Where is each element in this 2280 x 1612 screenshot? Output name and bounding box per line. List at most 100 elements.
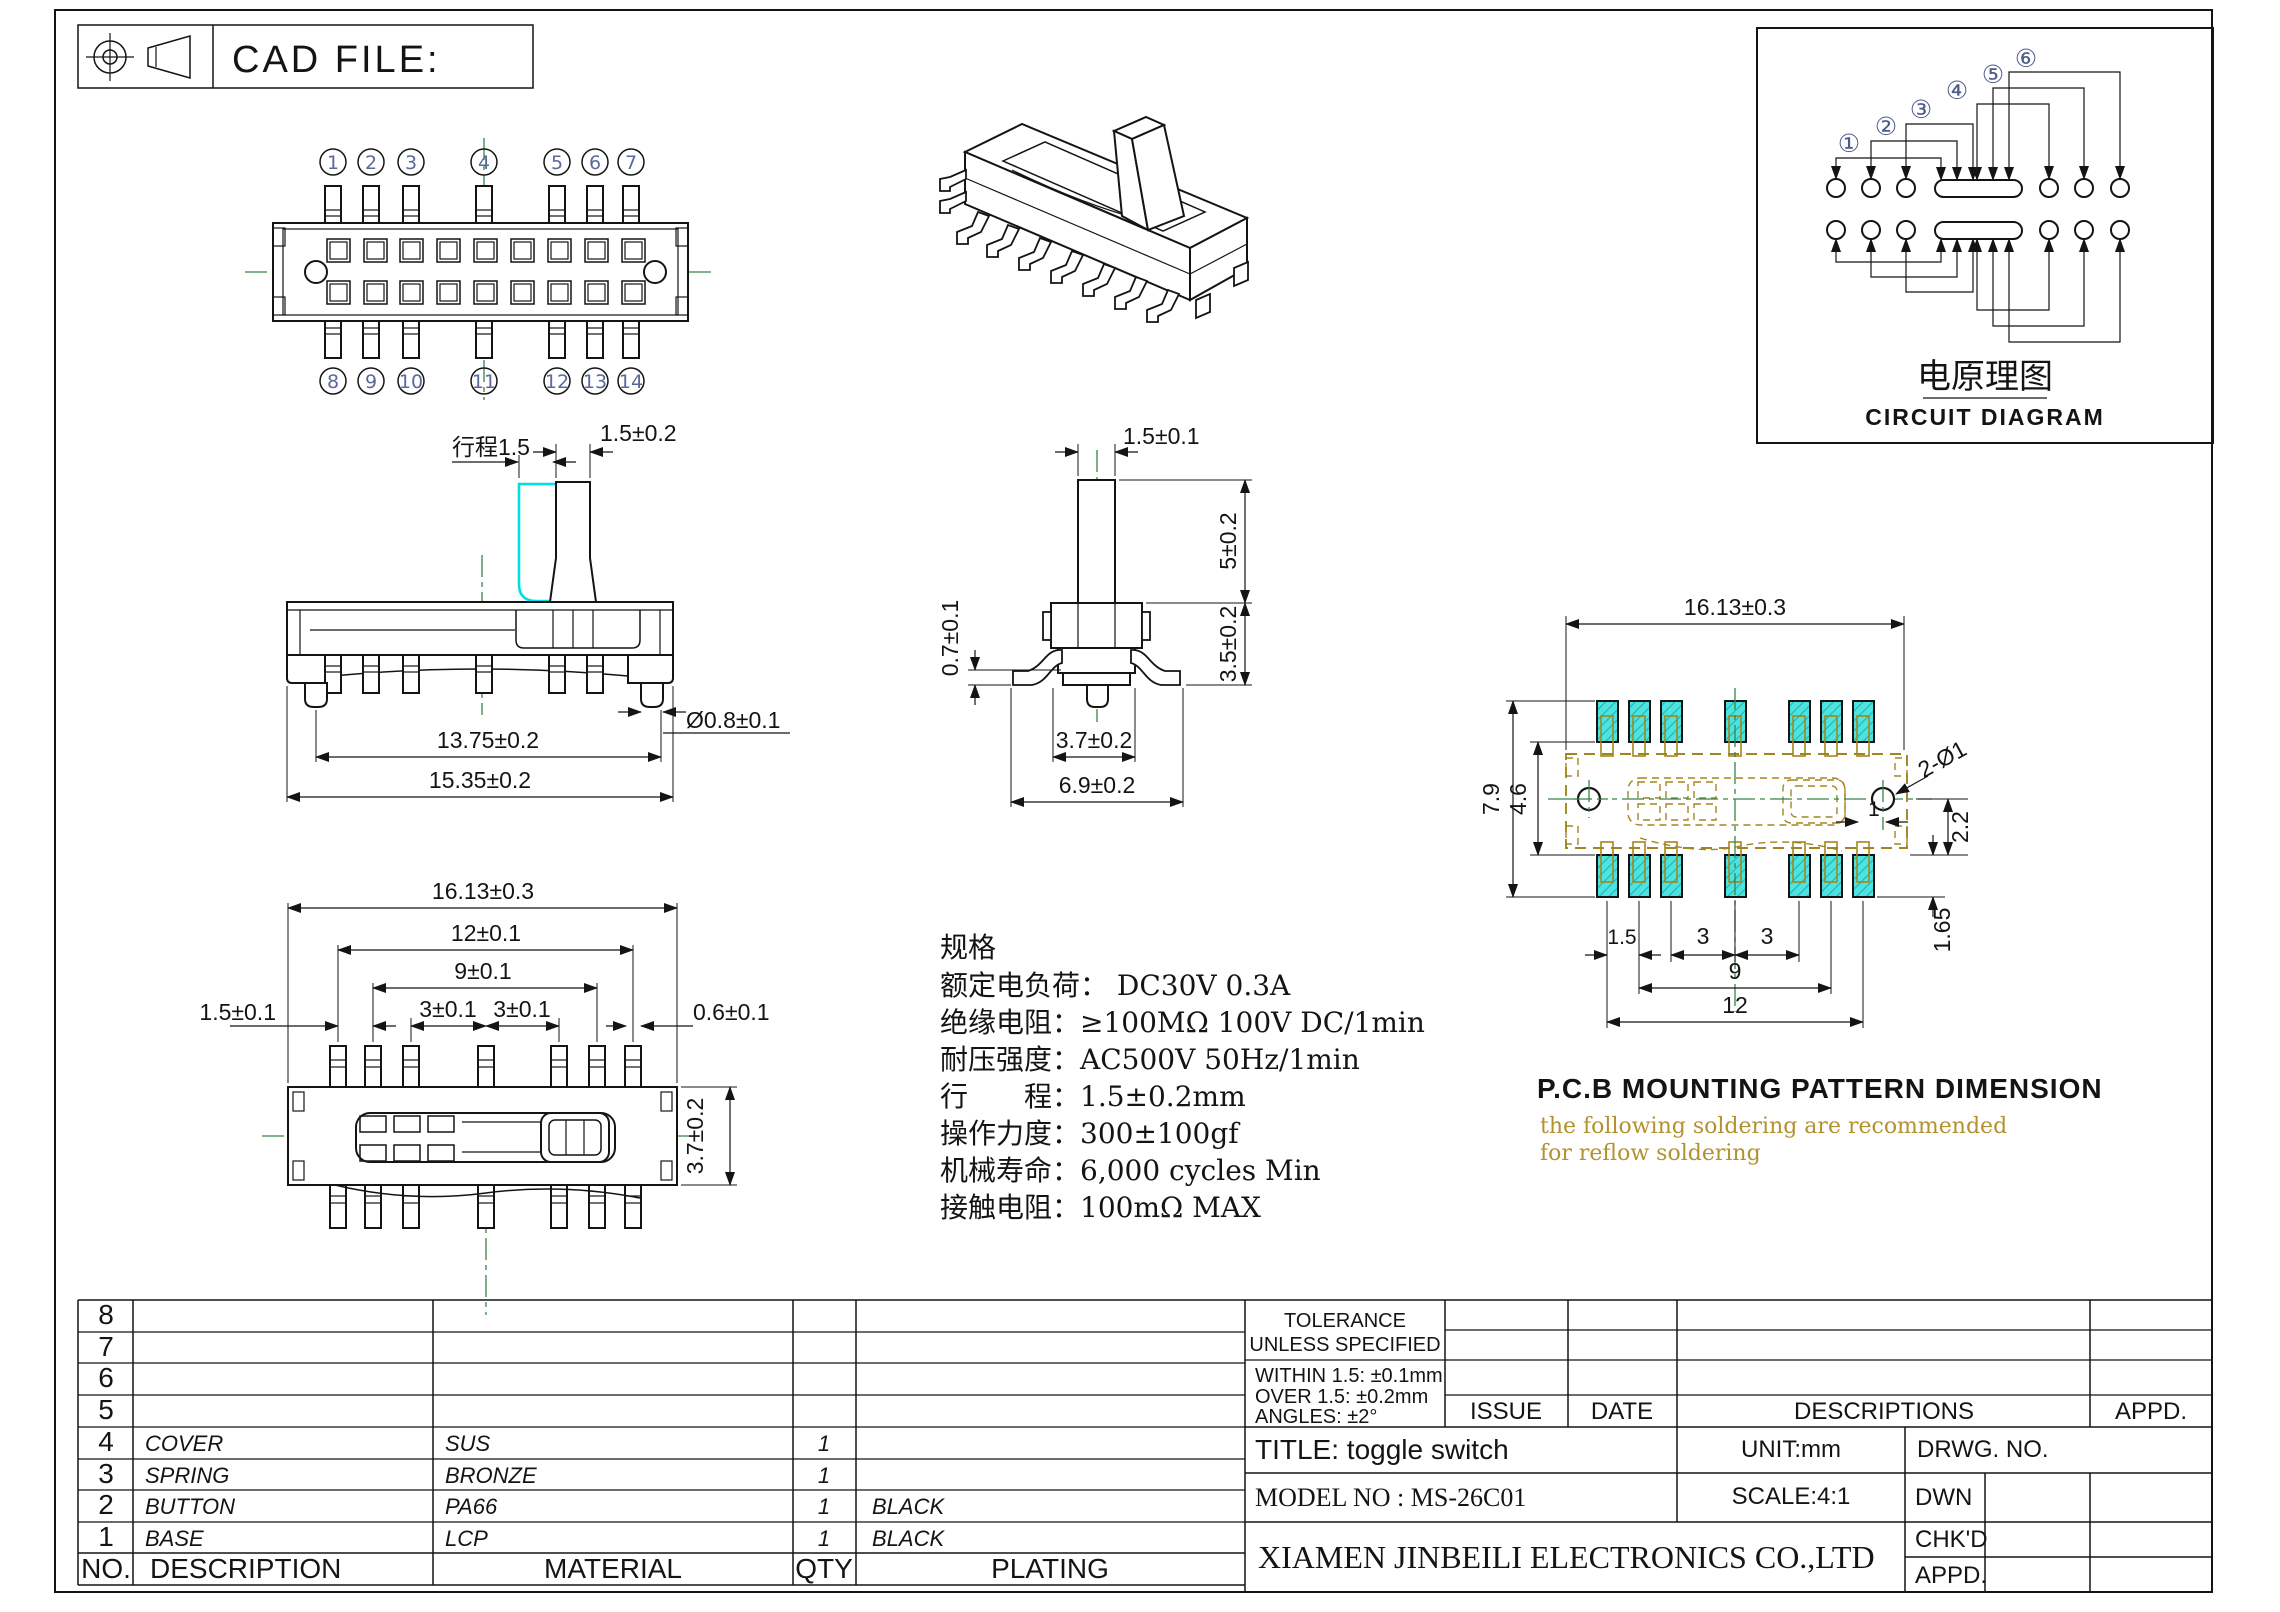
dim-label: 1.5 (1607, 926, 1636, 949)
bom-material: SUS (445, 1431, 491, 1456)
front-knob (548, 481, 598, 603)
scale-label: SCALE:4:1 (1732, 1483, 1851, 1510)
pcb-dims: 16.13±0.3 7.9 4.6 2-Ø1 1 2.2 1.65 (1478, 594, 1973, 1028)
dim-label: 2-Ø1 (1913, 735, 1970, 783)
title-block: TOLERANCE UNLESS SPECIFIED WITHIN 1.5: ±… (1245, 1300, 2212, 1592)
bom-row-no: 7 (98, 1331, 114, 1362)
bottom-view-pins-bottom (329, 1184, 642, 1229)
bom-plating: BLACK (872, 1526, 945, 1551)
specs-line: 额定电负荷： DC30V 0.3A (940, 969, 1291, 1002)
drawing-title: TITLE: toggle switch (1255, 1434, 1509, 1465)
pcb-note: the following soldering are recommended (1540, 1114, 2007, 1139)
specs-block: 规格 额定电负荷： DC30V 0.3A 绝缘电阻：≥100MΩ 100V DC… (940, 931, 1425, 1224)
dim-label: 16.13±0.3 (432, 878, 534, 904)
dim-label: 1.65 (1929, 908, 1955, 953)
bom-row-no: 6 (98, 1362, 114, 1393)
throw-label: ⑥ (2015, 44, 2037, 73)
pcb-title: P.C.B MOUNTING PATTERN DIMENSION (1537, 1073, 2103, 1104)
bottom-view-pins-top (329, 1045, 642, 1088)
bom-row-no: 4 (98, 1426, 114, 1457)
tolerance-title: TOLERANCE (1284, 1310, 1406, 1332)
bom-header-plating: PLATING (991, 1553, 1109, 1584)
throw-label: ⑤ (1982, 60, 2004, 89)
throw-label: ③ (1910, 95, 1932, 124)
bom-description: COVER (145, 1431, 223, 1456)
bom-material: PA66 (445, 1494, 498, 1519)
throw-label: ④ (1946, 76, 1968, 105)
header-bar: CAD FILE: (77, 24, 534, 89)
pcb-note: for reflow soldering (1540, 1141, 1761, 1166)
throw-label: ② (1875, 112, 1897, 141)
dim-label: 2.2 (1947, 811, 1973, 843)
pin-number: 12 (545, 371, 569, 393)
appd-header: APPD. (2115, 1398, 2187, 1425)
dim-label: 1.5±0.2 (600, 420, 677, 446)
top-view: 1 2 3 4 5 6 7 8 9 10 11 12 13 14 (245, 138, 715, 400)
dim-label: 1.5±0.1 (199, 999, 276, 1025)
specs-line: 接触电阻：100mΩ MAX (940, 1191, 1261, 1224)
dim-label: 6.9±0.2 (1059, 772, 1136, 798)
dim-label: 行程1.5 (452, 434, 530, 460)
bom-qty: 1 (818, 1431, 830, 1456)
iso-legs (939, 168, 1249, 323)
bottom-view: 16.13±0.3 12±0.1 9±0.1 3±0.1 3±0.1 1.5±0… (199, 878, 770, 1315)
pcb-pads (1596, 700, 1875, 898)
descriptions-header: DESCRIPTIONS (1794, 1398, 1974, 1425)
pin-number: 10 (399, 371, 423, 393)
side-knob (1077, 479, 1116, 604)
tolerance-subtitle: UNLESS SPECIFIED (1249, 1334, 1440, 1356)
dim-label: Ø0.8±0.1 (686, 707, 780, 733)
specs-line: 操作力度：300±100gf (940, 1117, 1241, 1150)
pin-number: 2 (365, 152, 377, 174)
dim-label: 3 (1761, 923, 1774, 949)
front-view: 1.5±0.2 行程1.5 13.75±0.2 15.35±0.2 Ø0.8±0… (286, 420, 790, 802)
bom-plating: BLACK (872, 1494, 945, 1519)
iso-view (939, 115, 1250, 323)
specs-line: 耐压强度：AC500V 50Hz/1min (940, 1043, 1360, 1076)
bom-qty: 1 (818, 1494, 830, 1519)
top-view-pins-top (324, 185, 640, 224)
dim-label: 12±0.1 (451, 920, 521, 946)
circuit-title-en: CIRCUIT DIAGRAM (1865, 404, 2105, 430)
knob-ghost-travel (517, 482, 556, 603)
bom-description: BASE (145, 1526, 204, 1551)
dim-label: 3 (1697, 923, 1710, 949)
company-name: XIAMEN JINBEILI ELECTRONICS CO.,LTD (1258, 1539, 1875, 1575)
issue-header: ISSUE (1470, 1398, 1542, 1425)
bom-row-no: 1 (98, 1521, 114, 1552)
pin-number: 6 (589, 152, 601, 174)
bom-qty: 1 (818, 1526, 830, 1551)
dim-label: 5±0.2 (1215, 512, 1241, 569)
drwg-no-label: DRWG. NO. (1917, 1436, 2049, 1463)
bom-header-description: DESCRIPTION (150, 1553, 341, 1584)
appd2-label: APPD. (1915, 1562, 1987, 1589)
dim-label: 3±0.1 (419, 996, 476, 1022)
bottom-dims: 16.13±0.3 12±0.1 9±0.1 3±0.1 3±0.1 1.5±0… (199, 878, 770, 1186)
pin-number: 3 (405, 152, 417, 174)
dim-label: 1.5±0.1 (1123, 423, 1200, 449)
bom-qty: 1 (818, 1463, 830, 1488)
dim-label: 1 (1868, 798, 1880, 821)
bom-description: SPRING (145, 1463, 229, 1488)
bom-row-no: 2 (98, 1489, 114, 1520)
dim-label: 0.6±0.1 (693, 999, 770, 1025)
unit-label: UNIT:mm (1741, 1436, 1841, 1463)
model-no: MODEL NO : MS-26C01 (1255, 1483, 1526, 1512)
bom-header-no: NO. (81, 1553, 131, 1584)
slider-grid (359, 1115, 541, 1162)
circuit-diagram: ① ② ③ ④ ⑤ ⑥ 电原理图 CIRCUIT DIAGRAM (1756, 27, 2214, 444)
pin-number: 1 (327, 152, 339, 174)
bom-material: LCP (445, 1526, 488, 1551)
circuit-contacts (1826, 178, 2130, 240)
bom-row-no: 8 (98, 1299, 114, 1330)
dim-label: 13.75±0.2 (437, 727, 539, 753)
pin-number: 4 (478, 152, 490, 174)
circuit-title-cn: 电原理图 (1917, 357, 2053, 397)
dim-label: 16.13±0.3 (1684, 594, 1786, 620)
dim-label: 3±0.1 (493, 996, 550, 1022)
specs-line: 机械寿命：6,000 cycles Min (940, 1154, 1321, 1187)
dim-label: 3.7±0.2 (1056, 727, 1133, 753)
dim-label: 3.7±0.2 (682, 1098, 708, 1175)
front-dims: 1.5±0.2 行程1.5 13.75±0.2 15.35±0.2 Ø0.8±0… (286, 420, 790, 802)
